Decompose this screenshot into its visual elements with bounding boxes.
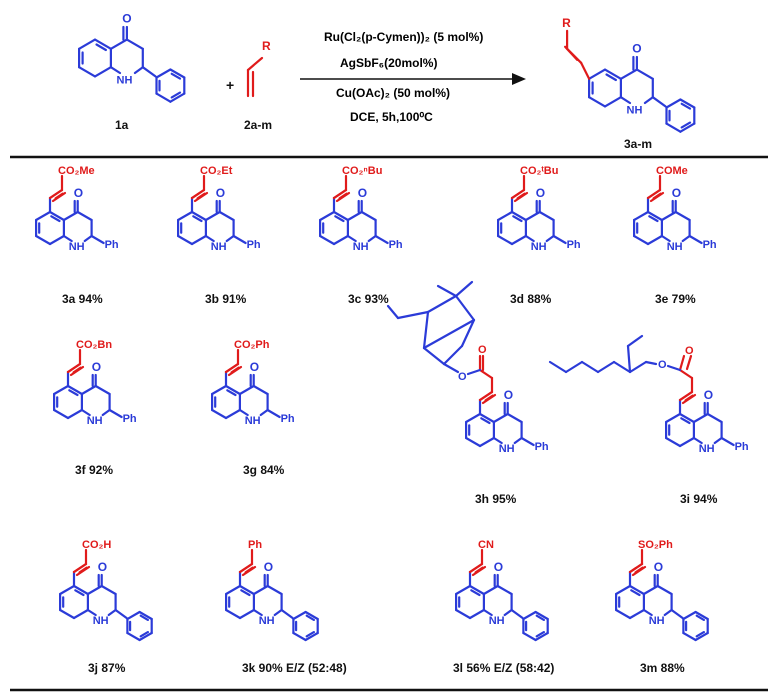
substituent-label: CO₂H bbox=[82, 539, 111, 551]
product-general-label: 3a-m bbox=[624, 137, 652, 151]
product-label-3i: 3i 94% bbox=[680, 492, 718, 506]
oxygen-atom-label: O bbox=[704, 388, 713, 402]
substituent-label: Ph bbox=[248, 539, 262, 551]
nh-atom-label: NH bbox=[667, 241, 683, 253]
substituent-label: CO₂Et bbox=[200, 165, 233, 177]
product-3-general-structure: NH O R bbox=[562, 16, 696, 133]
phenyl-group-label: Ph bbox=[703, 239, 717, 251]
product-3i: NH O Ph O O bbox=[548, 334, 749, 455]
product-3g: NH O Ph CO₂Ph bbox=[211, 339, 295, 427]
oxygen-atom-label: O bbox=[250, 360, 259, 374]
product-label-3j: 3j 87% bbox=[88, 661, 126, 675]
reactant-1a-label: 1a bbox=[115, 118, 129, 132]
alkene-2-structure: R bbox=[246, 39, 271, 98]
nh-atom-label: NH bbox=[87, 415, 103, 427]
product-label-3h: 3h 95% bbox=[475, 492, 517, 506]
carbonyl-oxygen: O bbox=[478, 344, 487, 356]
nh-atom-label: NH bbox=[649, 615, 665, 627]
product-label-3l: 3l 56% E/Z (58:42) bbox=[453, 661, 554, 675]
product-3f: NH O Ph CO₂Bn bbox=[52, 339, 137, 427]
nh-atom-label: NH bbox=[259, 615, 275, 627]
nh-atom-label: NH bbox=[499, 443, 515, 455]
substituent-label: COMe bbox=[656, 165, 688, 177]
oxygen-atom-label: O bbox=[632, 41, 641, 55]
phenyl-group-label: Ph bbox=[735, 441, 749, 453]
oxygen-atom-label: O bbox=[122, 11, 131, 25]
reaction-arrow bbox=[300, 73, 526, 85]
product-label-3c: 3c 93% bbox=[348, 292, 389, 306]
product-label-3b: 3b 91% bbox=[205, 292, 247, 306]
product-3m: NH O SO₂Ph bbox=[614, 539, 709, 642]
product-label-3a: 3a 94% bbox=[62, 292, 103, 306]
nh-atom-label: NH bbox=[353, 241, 369, 253]
oxygen-atom-label: O bbox=[74, 186, 83, 200]
oxygen-atom-label: O bbox=[672, 186, 681, 200]
product-3e: NH O Ph COMe bbox=[632, 165, 717, 253]
substituent-label: CN bbox=[478, 539, 494, 551]
substituent-label: CO₂Bn bbox=[76, 339, 112, 351]
substituent-label: CO₂Ph bbox=[234, 339, 270, 351]
reactant-1a-structure: NH O bbox=[77, 11, 186, 103]
substituent-label: CO₂ⁿBu bbox=[342, 165, 382, 177]
oxygen-atom-label: O bbox=[536, 186, 545, 200]
oxygen-atom-label: O bbox=[216, 186, 225, 200]
product-r-label: R bbox=[562, 16, 571, 30]
phenyl-group-label: Ph bbox=[247, 239, 261, 251]
phenyl-group-label: Ph bbox=[281, 413, 295, 425]
ester-oxygen: O bbox=[458, 371, 467, 383]
product-3b: NH O Ph CO₂Et bbox=[177, 165, 261, 253]
nh-atom-label: NH bbox=[117, 74, 133, 86]
reactant-2-label: 2a-m bbox=[244, 118, 272, 132]
phenyl-group-label: Ph bbox=[567, 239, 581, 251]
substituent-label: CO₂ᵗBu bbox=[520, 165, 558, 177]
product-label-3k: 3k 90% E/Z (52:48) bbox=[242, 661, 347, 675]
nh-atom-label: NH bbox=[699, 443, 715, 455]
phenyl-group-label: Ph bbox=[535, 441, 549, 453]
product-label-3m: 3m 88% bbox=[640, 661, 685, 675]
alkene-r-label: R bbox=[262, 39, 271, 53]
product-3d: NH O Ph CO₂ᵗBu bbox=[497, 165, 581, 253]
substituent-label: SO₂Ph bbox=[638, 539, 673, 551]
oxygen-atom-label: O bbox=[98, 560, 107, 574]
product-label-3g: 3g 84% bbox=[243, 463, 285, 477]
nh-atom-label: NH bbox=[627, 104, 643, 116]
oxygen-atom-label: O bbox=[494, 560, 503, 574]
oxygen-atom-label: O bbox=[504, 388, 513, 402]
oxygen-atom-label: O bbox=[654, 560, 663, 574]
carbonyl-oxygen: O bbox=[685, 345, 694, 357]
product-3a: NH O Ph CO₂Me bbox=[34, 165, 119, 253]
product-label-3f: 3f 92% bbox=[75, 463, 113, 477]
product-label-3e: 3e 79% bbox=[655, 292, 696, 306]
additive-text: AgSbF₆(20mol%) bbox=[340, 56, 437, 70]
nh-atom-label: NH bbox=[489, 615, 505, 627]
product-label-3d: 3d 88% bbox=[510, 292, 552, 306]
phenyl-group-label: Ph bbox=[389, 239, 403, 251]
nh-atom-label: NH bbox=[245, 415, 261, 427]
nh-atom-label: NH bbox=[69, 241, 85, 253]
product-3c: NH O Ph CO₂ⁿBu bbox=[319, 165, 403, 253]
oxidant-text: Cu(OAc)₂ (50 mol%) bbox=[336, 86, 450, 100]
oxygen-atom-label: O bbox=[358, 186, 367, 200]
plus-sign: + bbox=[226, 77, 234, 93]
product-3l: NH OCN bbox=[455, 539, 549, 642]
phenyl-group-label: Ph bbox=[123, 413, 137, 425]
product-3h: NH O Ph O O bbox=[386, 280, 549, 455]
product-3k: NH OPh bbox=[225, 539, 319, 642]
nh-atom-label: NH bbox=[93, 615, 109, 627]
nh-atom-label: NH bbox=[211, 241, 227, 253]
nh-atom-label: NH bbox=[531, 241, 547, 253]
conditions-text: DCE, 5h,100⁰C bbox=[350, 110, 433, 124]
oxygen-atom-label: O bbox=[92, 360, 101, 374]
oxygen-atom-label: O bbox=[264, 560, 273, 574]
catalyst-text: Ru(Cl₂(p-Cymen))₂ (5 mol%) bbox=[324, 30, 483, 44]
phenyl-group-label: Ph bbox=[105, 239, 119, 251]
product-3j: NH O CO₂H bbox=[58, 539, 153, 642]
ester-oxygen: O bbox=[658, 359, 667, 371]
substituent-label: CO₂Me bbox=[58, 165, 95, 177]
